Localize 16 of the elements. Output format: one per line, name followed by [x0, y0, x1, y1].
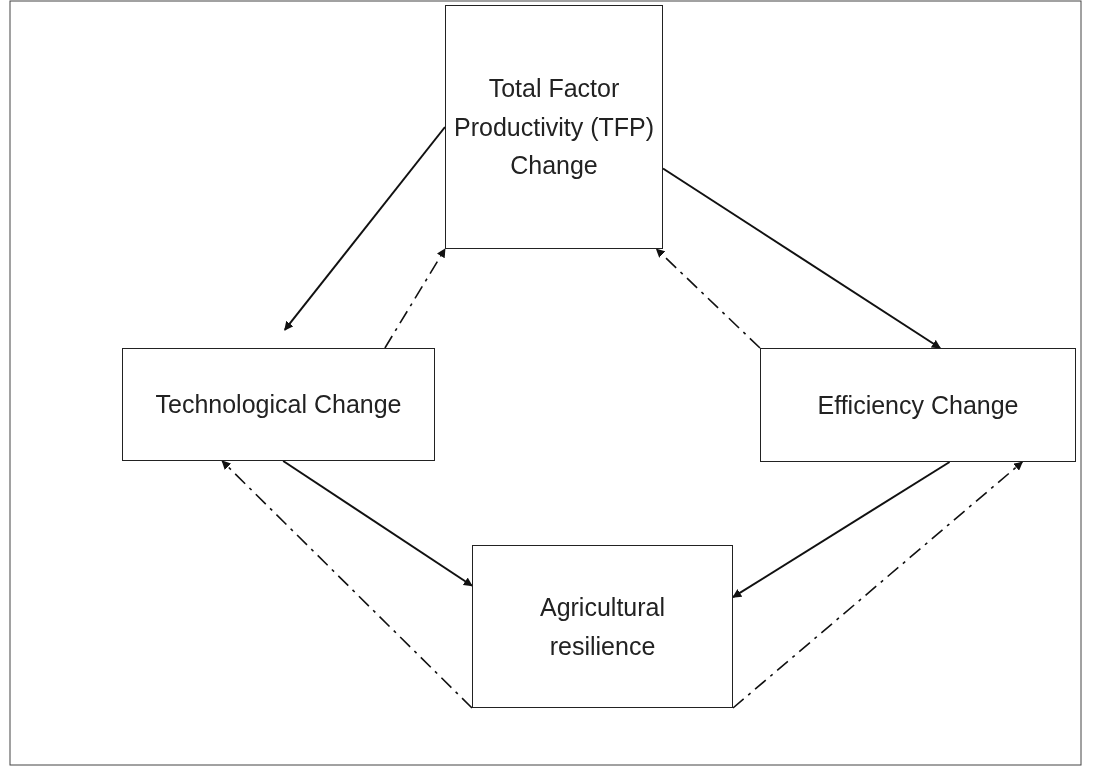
- box-label: Efficiency Change: [817, 389, 1019, 421]
- process-box: [122, 348, 435, 461]
- box-label: Technological Change: [155, 389, 402, 421]
- box-label: Agricultural resilience: [538, 591, 667, 662]
- process-box: [760, 348, 1076, 462]
- arrow: [283, 126, 446, 331]
- process-box: [445, 5, 663, 249]
- box-label: Total Factor Productivity (TFP) Change: [453, 72, 655, 182]
- dash-dot-arrow: [384, 248, 446, 349]
- process-box: [472, 545, 733, 708]
- dash-dot-arrow: [655, 248, 761, 349]
- dash-dot-arrow: [221, 460, 473, 709]
- arrow: [732, 461, 951, 599]
- arrow: [282, 460, 473, 587]
- dash-dot-arrow: [732, 461, 1024, 709]
- arrow: [662, 167, 942, 349]
